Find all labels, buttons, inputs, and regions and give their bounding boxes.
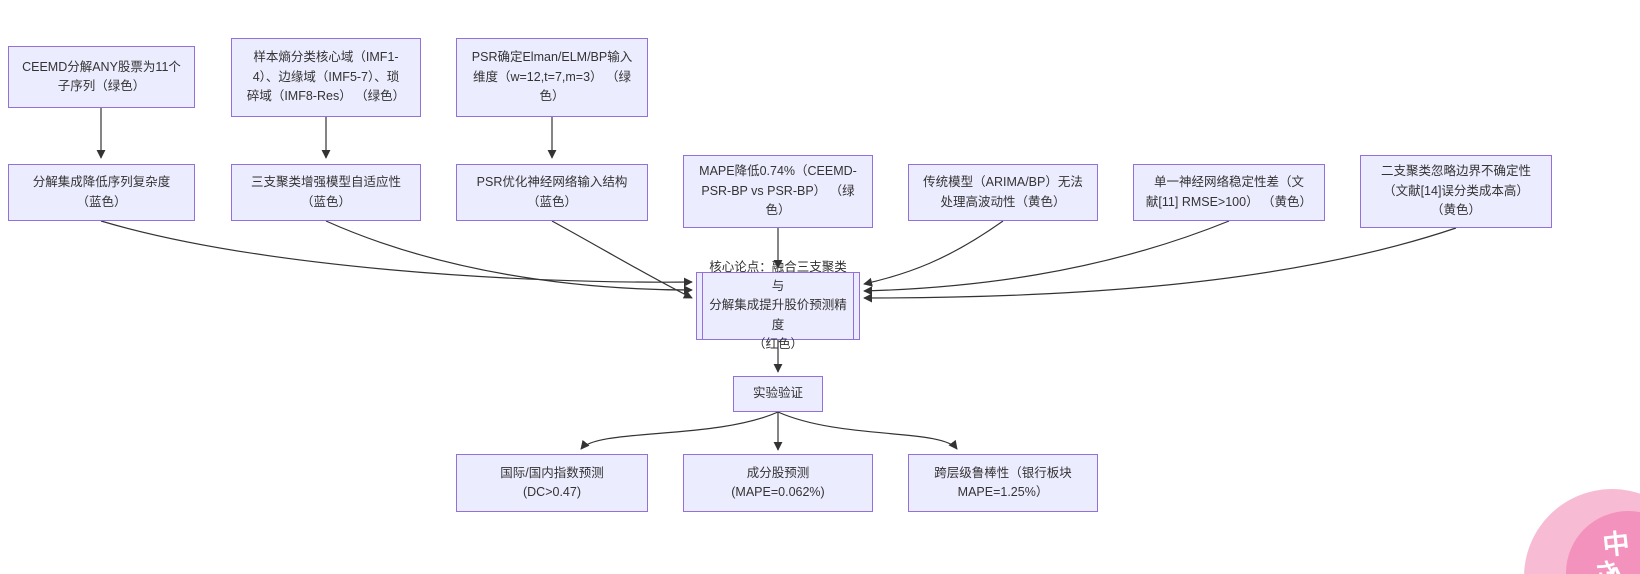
node-label: MAPE降低0.74%（CEEMD- PSR-BP vs PSR-BP） （绿 … [699,164,857,218]
edge-structure-to-core [551,220,693,299]
node-label: 传统模型（ARIMA/BP）无法 处理高波动性（黄色） [923,175,1083,209]
node-label: 二支聚类忽略边界不确定性 （文献[14]误分类成本高） （黄色） [1380,164,1531,218]
node-traditional-limit: 传统模型（ARIMA/BP）无法 处理高波动性（黄色） [908,164,1098,221]
edge-complexity-to-core [100,220,693,287]
translate-widget-button[interactable]: 中A さ [1524,489,1640,574]
edge-twoway-to-core [863,227,1457,303]
node-label: PSR确定Elman/ELM/BP输入 维度（w=12,t=7,m=3） （绿 … [471,50,633,104]
node-two-way-boundary: 二支聚类忽略边界不确定性 （文献[14]误分类成本高） （黄色） [1360,155,1552,228]
node-core-thesis: 核心论点：融合三支聚类与 分解集成提升股价预测精度 （红色） [696,260,860,351]
node-label: 样本熵分类核心域（IMF1- 4）、边缘域（IMF5-7）、琐 碎域（IMF8-… [246,50,406,104]
node-robustness: 跨层级鲁棒性（银行板块 MAPE=1.25%） [908,454,1098,512]
node-decomp-complexity: 分解集成降低序列复杂度 （蓝色） [8,164,195,221]
edge-experiment-to-index [580,411,779,450]
node-label: 国际/国内指数预测 (DC>0.47) [500,465,604,499]
node-label: 成分股预测 (MAPE=0.062%) [731,465,825,499]
node-psr-input-dim: PSR确定Elman/ELM/BP输入 维度（w=12,t=7,m=3） （绿 … [456,38,648,117]
node-label: 跨层级鲁棒性（银行板块 MAPE=1.25%） [934,465,1072,499]
node-label: CEEMD分解ANY股票为11个 子序列（绿色） [22,59,181,93]
edge-singlenn-to-core [863,220,1230,296]
node-experiment: 实验验证 [733,376,823,412]
node-label: 分解集成降低序列复杂度 （蓝色） [32,175,171,209]
node-label: PSR优化神经网络输入结构 （蓝色） [476,175,628,209]
node-label: 实验验证 [752,386,803,401]
node-mape-improve: MAPE降低0.74%（CEEMD- PSR-BP vs PSR-BP） （绿 … [683,155,873,228]
node-sample-entropy: 样本熵分类核心域（IMF1- 4）、边缘域（IMF5-7）、琐 碎域（IMF8-… [231,38,421,117]
translate-badge-text-jp: さ [1592,557,1620,574]
node-constituent-pred: 成分股预测 (MAPE=0.062%) [683,454,873,512]
node-index-prediction: 国际/国内指数预测 (DC>0.47) [456,454,648,512]
node-psr-structure: PSR优化神经网络输入结构 （蓝色） [456,164,648,221]
node-single-nn-unstable: 单一神经网络稳定性差（文 献[11] RMSE>100） （黄色） [1133,164,1325,221]
edge-adaptive-to-core [325,220,693,295]
node-ceemd-decompose: CEEMD分解ANY股票为11个 子序列（绿色） [8,46,195,108]
edge-traditional-to-core [863,220,1004,287]
edge-experiment-to-robust [777,411,958,450]
node-twc-adaptive: 三支聚类增强模型自适应性 （蓝色） [231,164,421,221]
node-label: 三支聚类增强模型自适应性 （蓝色） [250,175,401,209]
node-label: 单一神经网络稳定性差（文 献[11] RMSE>100） （黄色） [1145,175,1313,209]
node-label: 核心论点：融合三支聚类与 分解集成提升股价预测精度 （红色） [709,259,847,352]
